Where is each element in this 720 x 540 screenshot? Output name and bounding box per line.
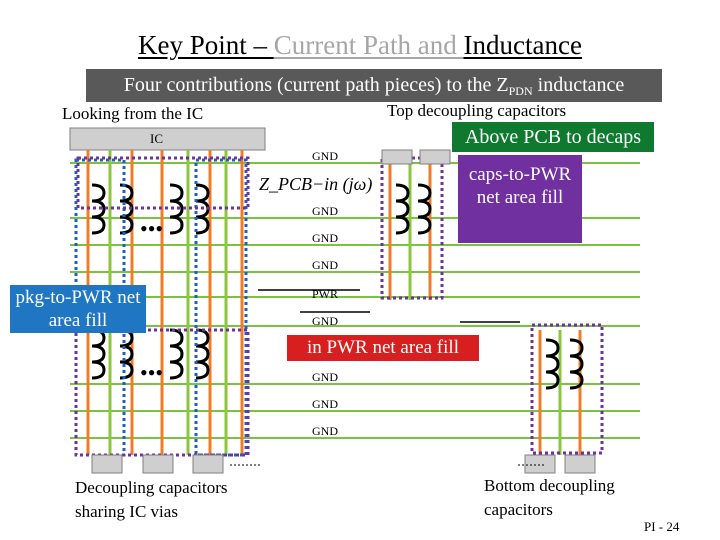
purple-region-bottom bbox=[530, 323, 604, 455]
ellipsis: ••• bbox=[140, 360, 163, 385]
inductor-coil bbox=[395, 183, 410, 235]
title-part1: Key Point – bbox=[138, 30, 274, 60]
layer-label: GND bbox=[312, 397, 338, 411]
inductor-coil bbox=[91, 328, 106, 380]
ic-via-region-2 bbox=[194, 158, 248, 457]
banner-sub: PDN bbox=[508, 84, 533, 98]
inductor-coil bbox=[417, 183, 432, 235]
caps-to-pwr-callout: caps-to-PWR net area fill bbox=[458, 155, 582, 243]
ellipsis: ••• bbox=[140, 216, 163, 241]
vias bbox=[86, 150, 582, 455]
inductor-coil bbox=[545, 338, 560, 390]
top-decap-label: Top decoupling capacitors bbox=[387, 101, 567, 120]
purple-region-ic bbox=[76, 156, 250, 210]
purple-region-lower bbox=[74, 328, 250, 457]
top-pad bbox=[419, 149, 451, 165]
title-part3: Inductance bbox=[463, 30, 582, 60]
in-pwr-callout: in PWR net area fill bbox=[287, 335, 479, 361]
subtitle-banner: Four contributions (current path pieces)… bbox=[86, 69, 662, 102]
looking-label: Looking from the IC bbox=[62, 104, 204, 123]
layer-label: GND bbox=[312, 424, 338, 438]
layer-label: GND bbox=[312, 231, 338, 245]
inductor-coil bbox=[91, 183, 106, 235]
bottom-pad bbox=[564, 454, 596, 474]
slide-title: Key Point – Current Path and Inductance bbox=[0, 30, 720, 61]
bottom-pad bbox=[91, 454, 123, 474]
inductor-coil bbox=[569, 338, 584, 390]
banner-text: Four contributions (current path pieces)… bbox=[123, 74, 509, 96]
banner-text-end: inductance bbox=[532, 74, 625, 96]
top-pad bbox=[381, 149, 413, 165]
inductor-coil bbox=[195, 328, 210, 380]
page-number: PI - 24 bbox=[644, 519, 680, 534]
bottom-pad bbox=[524, 454, 556, 474]
layer-label: PWR bbox=[312, 287, 339, 301]
bottom-pad bbox=[142, 454, 174, 474]
ic-label: IC bbox=[150, 131, 163, 146]
decap-sharing-label: Decoupling capacitors sharing IC vias bbox=[75, 478, 228, 521]
layer-label: GND bbox=[312, 370, 338, 384]
layer-label: GND bbox=[312, 258, 338, 272]
inductor-coil bbox=[169, 328, 184, 380]
inductor-coil bbox=[169, 183, 184, 235]
title-part2: Current Path and bbox=[273, 30, 464, 60]
bottom-decap-label: Bottom decoupling capacitors bbox=[484, 476, 615, 519]
pkg-to-pwr-callout: pkg-to-PWR net area fill bbox=[10, 285, 146, 333]
layer-label: GND bbox=[312, 314, 338, 328]
layer-label: GND bbox=[312, 204, 338, 218]
impedance-formula: Z_PCB−in (jω) bbox=[255, 174, 377, 195]
ic-package-bar bbox=[69, 127, 266, 151]
inductor-coil bbox=[119, 328, 134, 380]
bottom-pad bbox=[192, 454, 224, 474]
layer-label: GND bbox=[312, 149, 338, 163]
above-pcb-callout: Above PCB to decaps bbox=[452, 122, 654, 152]
